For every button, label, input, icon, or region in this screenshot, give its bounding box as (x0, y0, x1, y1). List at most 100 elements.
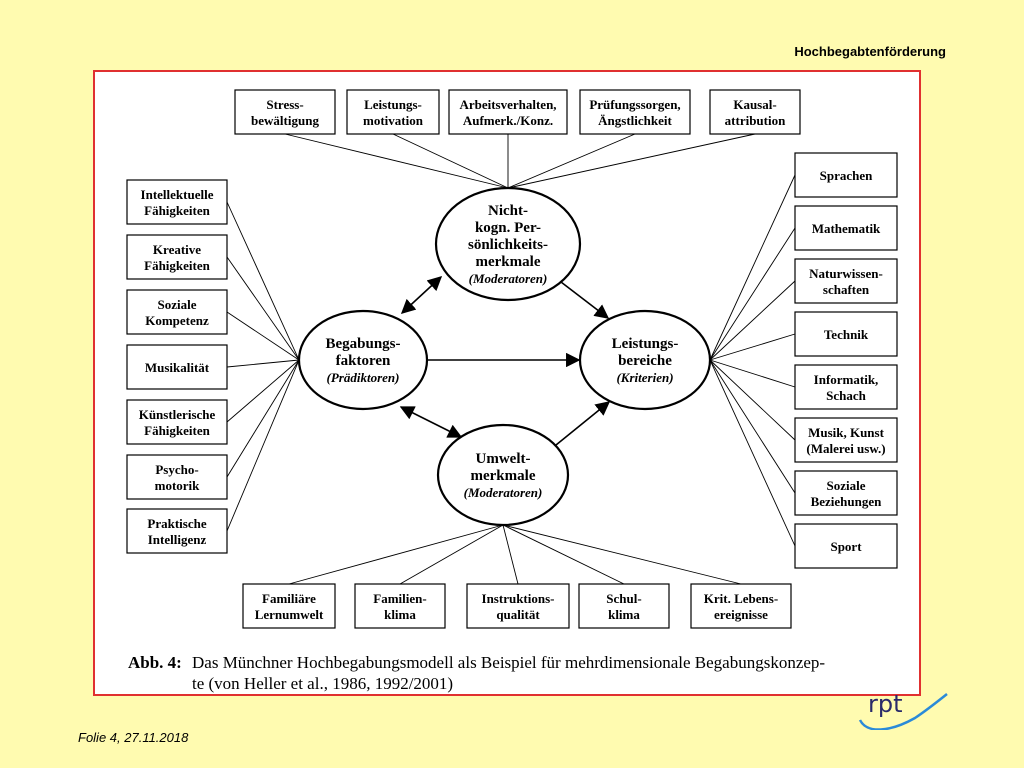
right-box-4-label: Schach (826, 388, 867, 403)
connector-bottom-2 (502, 524, 519, 585)
connector-left-1 (226, 256, 300, 361)
right-box-7-label: Sport (830, 539, 862, 554)
connector-left-3 (226, 359, 300, 368)
left-box-3-label: Musikalität (145, 360, 210, 375)
right-box-5-label: Musik, Kunst (808, 425, 885, 440)
bottom-box-1-label: Familien- (373, 591, 426, 606)
bottom-box-3: Schul-klima (578, 583, 670, 629)
left-box-0-label: Intellektuelle (141, 187, 214, 202)
rpt-logo: rpt (868, 690, 903, 718)
right-box-3-frame (794, 311, 898, 357)
left-box-4-label: Fähigkeiten (144, 423, 210, 438)
left-box-1-label: Kreative (153, 242, 201, 257)
top-box-4: Kausal-attribution (709, 89, 801, 135)
top-box-3-label: Prüfungssorgen, (589, 97, 680, 112)
right-box-7: Sport (794, 523, 898, 569)
arrow-top-right (560, 281, 610, 319)
header-title: Hochbegabtenförderung (794, 44, 946, 59)
right-box-2: Naturwissen-schaften (794, 258, 898, 304)
arrow-bottom-right (555, 401, 611, 446)
right-box-6-label: Soziale (827, 478, 866, 493)
node-bottom-label: merkmale (471, 468, 536, 484)
node-bottom-ellipse (436, 423, 570, 527)
bottom-box-1-frame (354, 583, 446, 629)
right-box-4-frame (794, 364, 898, 410)
bottom-box-1: Familien-klima (354, 583, 446, 629)
top-box-1: Leistungs-motivation (346, 89, 440, 135)
top-box-4-frame (709, 89, 801, 135)
connector-left-2 (226, 311, 300, 361)
bottom-box-3-label: klima (608, 607, 640, 622)
connector-right-0 (709, 174, 796, 361)
arrow-left-bottom (399, 406, 463, 438)
top-box-1-label: Leistungs- (364, 97, 422, 112)
node-bottom: Umwelt-merkmale(Moderatoren) (436, 423, 570, 527)
left-box-6-frame (126, 508, 228, 554)
top-box-1-frame (346, 89, 440, 135)
slide-info: Folie 4, 27.11.2018 (78, 730, 189, 745)
top-box-0-frame (234, 89, 336, 135)
right-box-0: Sprachen (794, 152, 898, 198)
left-box-6-label: Praktische (147, 516, 206, 531)
bottom-box-3-label: Schul- (606, 591, 641, 606)
connector-left-4 (226, 359, 300, 423)
node-right-ellipse (578, 309, 712, 411)
connector-right-5 (709, 359, 796, 441)
left-box-5-frame (126, 454, 228, 500)
top-box-0-label: Stress- (266, 97, 303, 112)
top-box-2: Arbeitsverhalten,Aufmerk./Konz. (448, 89, 568, 135)
connector-bottom-1 (399, 524, 504, 585)
bottom-box-2: Instruktions-qualität (466, 583, 570, 629)
connector-top-1 (392, 133, 509, 189)
left-box-3: Musikalität (126, 344, 228, 390)
connector-top-4 (507, 133, 756, 189)
left-box-1-frame (126, 234, 228, 280)
top-box-1-label: motivation (363, 113, 424, 128)
connector-left-0 (226, 201, 300, 361)
rpt-logo-swoosh (858, 693, 948, 730)
left-box-3-frame (126, 344, 228, 390)
left-box-2-frame (126, 289, 228, 335)
right-box-7-frame (794, 523, 898, 569)
top-box-4-label: attribution (725, 113, 786, 128)
node-bottom-sublabel: (Moderatoren) (464, 485, 543, 500)
left-box-6-label: Intelligenz (148, 532, 207, 547)
node-left-label: Begabungs- (325, 336, 400, 352)
top-box-3: Prüfungssorgen,Ängstlichkeit (579, 89, 691, 135)
bottom-box-2-label: qualität (496, 607, 540, 622)
connector-bottom-3 (502, 524, 625, 585)
right-box-0-frame (794, 152, 898, 198)
bottom-box-2-label: Instruktions- (482, 591, 555, 606)
right-box-3-label: Technik (824, 327, 869, 342)
node-right: Leistungs-bereiche(Kriterien) (578, 309, 712, 411)
left-box-4-label: Künstlerische (139, 407, 216, 422)
right-box-2-frame (794, 258, 898, 304)
node-top-sublabel: (Moderatoren) (469, 271, 548, 286)
bottom-box-4: Krit. Lebens-ereignisse (690, 583, 792, 629)
top-box-3-frame (579, 89, 691, 135)
node-right-sublabel: (Kriterien) (616, 370, 673, 385)
top-box-2-label: Aufmerk./Konz. (463, 113, 553, 128)
right-box-0-label: Sprachen (820, 168, 874, 183)
connector-top-3 (507, 133, 636, 189)
right-box-5-frame (794, 417, 898, 463)
node-left: Begabungs-faktoren(Prädiktoren) (297, 309, 429, 411)
node-left-label: faktoren (336, 353, 391, 369)
node-left-sublabel: (Prädiktoren) (327, 370, 400, 385)
connector-top-0 (284, 133, 509, 189)
bottom-box-4-frame (690, 583, 792, 629)
left-box-4-frame (126, 399, 228, 445)
top-box-2-frame (448, 89, 568, 135)
node-right-label: bereiche (618, 353, 672, 369)
left-box-0-label: Fähigkeiten (144, 203, 210, 218)
top-box-2-label: Arbeitsverhalten, (459, 97, 556, 112)
left-box-5-label: motorik (155, 478, 201, 493)
connector-bottom-0 (288, 524, 504, 585)
node-top-label: sönlichkeits- (468, 237, 548, 253)
connector-right-1 (709, 227, 796, 361)
bottom-box-0-label: Familiäre (262, 591, 316, 606)
caption-line-1: Das Münchner Hochbegabungsmodell als Bei… (192, 653, 826, 672)
